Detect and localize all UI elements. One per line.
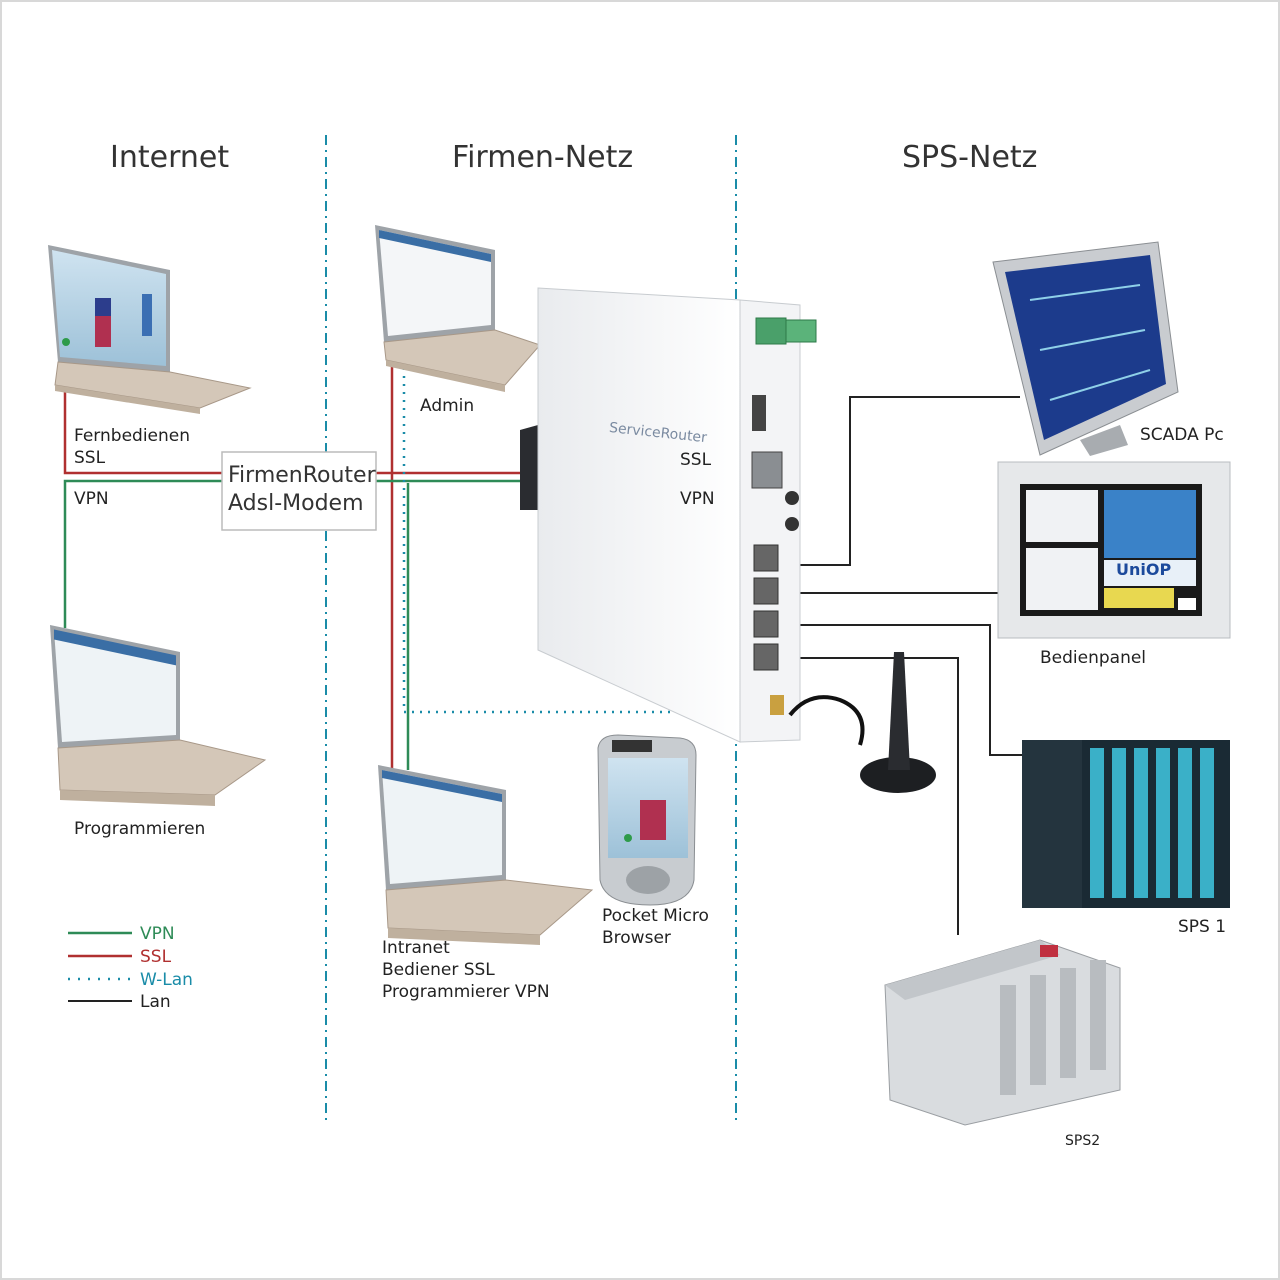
- legend-ssl-label: SSL: [140, 946, 171, 968]
- intranet-label: Intranet Bediener SSL Programmierer VPN: [382, 938, 550, 1002]
- laptop-intranet: [378, 765, 594, 945]
- firmen-router-label: FirmenRouter: [228, 463, 376, 488]
- bedienpanel: [997, 461, 1231, 639]
- legend-wlan-text: W-Lan: [140, 970, 193, 990]
- legend: [68, 931, 132, 1002]
- firmen-router-box: [221, 451, 377, 531]
- adsl-modem-label: Adsl-Modem: [228, 491, 364, 516]
- scada-monitor: [992, 241, 1179, 456]
- lan-links: [795, 396, 1025, 935]
- legend-ssl-text: SSL: [140, 947, 172, 967]
- service-router: [520, 287, 817, 743]
- sps2-plc: [884, 939, 1121, 1126]
- fernbedienen-label: Fernbedienen SSL: [74, 426, 191, 468]
- legend-lan-label: Lan: [140, 991, 171, 1013]
- admin-label: Admin: [420, 396, 475, 416]
- laptop-fernbedienen: [48, 245, 252, 414]
- vpn-left-label: VPN: [74, 489, 109, 509]
- legend-vpn-text: VPN: [140, 924, 175, 944]
- wlan-link: [402, 360, 740, 714]
- pocket-browser-label: Pocket Micro Browser: [602, 906, 709, 948]
- router-ssl-label: SSL: [680, 450, 712, 470]
- bedienpanel-label: Bedienpanel: [1040, 648, 1147, 668]
- zone-internet-title: Internet: [110, 140, 230, 175]
- legend-lan-text: Lan: [140, 992, 171, 1012]
- pocket-pc: [597, 734, 697, 906]
- sps1-label: SPS 1: [1178, 917, 1227, 937]
- zone-sps-netz-title: SPS-Netz: [902, 140, 1038, 175]
- laptop-admin: [375, 225, 541, 392]
- sps1-plc: [1022, 740, 1230, 908]
- zone-firmen-netz-title: Firmen-Netz: [452, 140, 634, 175]
- scada-label: SCADA Pc: [1140, 425, 1224, 445]
- legend-wlan-label: W-Lan: [140, 969, 193, 991]
- sps2-label: SPS2: [1065, 1133, 1101, 1149]
- uniop-brand-label: UniOP: [1116, 560, 1172, 579]
- legend-vpn-label: VPN: [140, 923, 175, 945]
- programmieren-label: Programmieren: [74, 819, 206, 839]
- router-vpn-label: VPN: [680, 489, 715, 509]
- laptop-programmieren: [50, 625, 267, 806]
- antenna: [788, 652, 936, 793]
